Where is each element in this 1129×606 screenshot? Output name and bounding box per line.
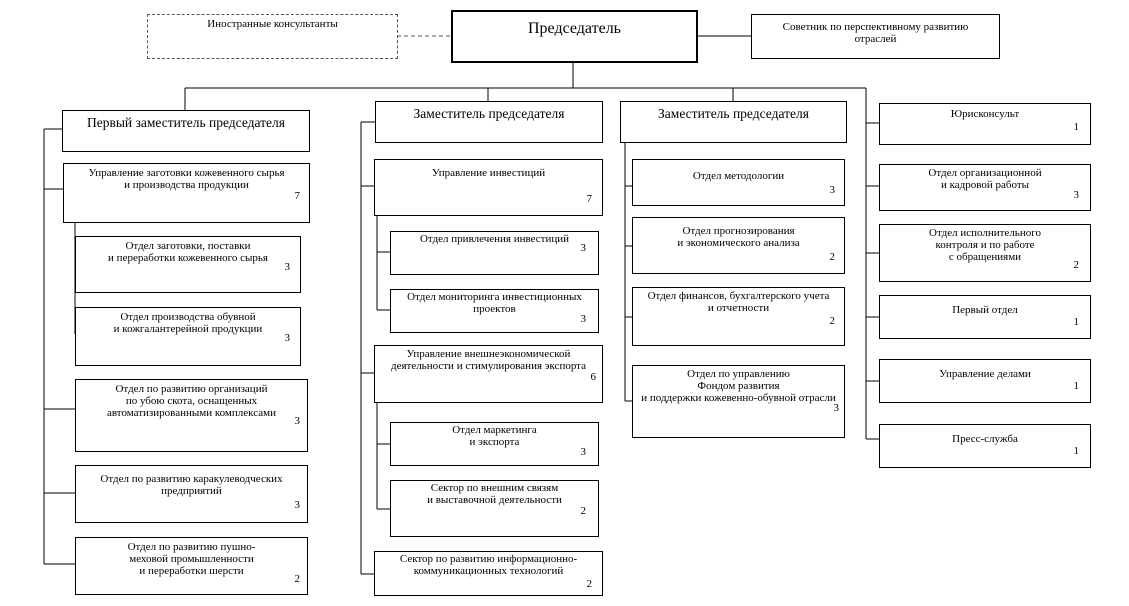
unit-staff: 2 bbox=[1073, 259, 1080, 271]
unit-box: Отдел по развитию организаций по убою ск… bbox=[75, 379, 308, 452]
unit-box: Управление делами 1 bbox=[879, 359, 1091, 403]
advisor-box: Советник по перспективному развитию отра… bbox=[751, 14, 1000, 59]
unit-staff: 3 bbox=[580, 446, 587, 458]
first-deputy-label: Первый заместитель председателя bbox=[87, 115, 285, 130]
unit-box: Отдел производства обувной и кожгалантер… bbox=[75, 307, 301, 366]
unit-name: Отдел по развитию организаций по убою ск… bbox=[107, 383, 276, 419]
unit-name: Пресс-служба bbox=[952, 433, 1018, 445]
unit-name: Отдел методологии bbox=[692, 170, 785, 182]
unit-name: Отдел финансов, бухгалтерского учета и о… bbox=[647, 290, 830, 314]
unit-box: Пресс-служба 1 bbox=[879, 424, 1091, 468]
first-deputy-box: Первый заместитель председателя bbox=[62, 110, 310, 152]
deputy-a-label: Заместитель председателя bbox=[413, 106, 565, 121]
unit-box: Управление внешнеэкономической деятельно… bbox=[374, 345, 603, 403]
unit-name: Отдел прогнозирования и экономического а… bbox=[677, 225, 800, 249]
unit-staff: 3 bbox=[580, 313, 587, 325]
unit-box: Юрисконсульт 1 bbox=[879, 103, 1091, 145]
unit-staff: 7 bbox=[586, 193, 593, 205]
unit-name: Отдел по развитию каракулеводческих пред… bbox=[100, 473, 283, 497]
advisor-label: Советник по перспективному развитию отра… bbox=[782, 21, 969, 45]
unit-box: Сектор по внешним связям и выставочной д… bbox=[390, 480, 599, 537]
unit-box: Отдел исполнительного контроля и по рабо… bbox=[879, 224, 1091, 282]
unit-name: Юрисконсульт bbox=[950, 108, 1020, 120]
unit-box: Отдел мониторинга инвестиционных проекто… bbox=[390, 289, 599, 333]
unit-box: Отдел по развитию каракулеводческих пред… bbox=[75, 465, 308, 523]
unit-staff: 1 bbox=[1073, 121, 1080, 133]
unit-box: Отдел заготовки, поставки и переработки … bbox=[75, 236, 301, 293]
unit-name: Отдел маркетинга и экспорта bbox=[452, 424, 537, 448]
unit-name: Управление инвестиций bbox=[431, 167, 546, 179]
unit-staff: 1 bbox=[1073, 316, 1080, 328]
unit-staff: 1 bbox=[1073, 445, 1080, 457]
unit-staff: 2 bbox=[580, 505, 587, 517]
unit-staff: 3 bbox=[294, 499, 301, 511]
deputy-b-label: Заместитель председателя bbox=[658, 106, 809, 121]
unit-box: Управление инвестиций 7 bbox=[374, 159, 603, 216]
unit-box: Отдел прогнозирования и экономического а… bbox=[632, 217, 845, 274]
unit-staff: 2 bbox=[294, 573, 301, 585]
unit-box: Отдел привлечения инвестиций 3 bbox=[390, 231, 599, 275]
unit-staff: 3 bbox=[284, 332, 291, 344]
chairman-box: Председатель bbox=[451, 10, 698, 63]
unit-name: Отдел мониторинга инвестиционных проекто… bbox=[407, 291, 582, 315]
unit-box: Отдел по управлению Фондом развития и по… bbox=[632, 365, 845, 438]
unit-box: Отдел организационной и кадровой работы … bbox=[879, 164, 1091, 211]
unit-box: Отдел финансов, бухгалтерского учета и о… bbox=[632, 287, 845, 346]
unit-staff: 2 bbox=[829, 251, 836, 263]
unit-name: Сектор по развитию информационно- коммун… bbox=[399, 553, 578, 577]
unit-name: Отдел производства обувной и кожгалантер… bbox=[113, 311, 263, 335]
unit-staff: 6 bbox=[590, 371, 597, 383]
unit-box: Первый отдел 1 bbox=[879, 295, 1091, 339]
unit-box: Сектор по развитию информационно- коммун… bbox=[374, 551, 603, 596]
unit-staff: 3 bbox=[829, 184, 836, 196]
unit-staff: 7 bbox=[294, 190, 301, 202]
unit-name: Отдел по развитию пушно- меховой промышл… bbox=[127, 541, 256, 577]
unit-box: Отдел маркетинга и экспорта 3 bbox=[390, 422, 599, 466]
unit-name: Управление делами bbox=[939, 368, 1031, 380]
unit-staff: 2 bbox=[829, 315, 836, 327]
unit-name: Сектор по внешним связям и выставочной д… bbox=[427, 482, 562, 506]
unit-name: Управление внешнеэкономической деятельно… bbox=[390, 348, 587, 372]
foreign-consultants-box: Иностранные консультанты bbox=[147, 14, 398, 59]
unit-name: Отдел привлечения инвестиций bbox=[419, 233, 570, 245]
unit-box: Отдел методологии 3 bbox=[632, 159, 845, 206]
deputy-a-box: Заместитель председателя bbox=[375, 101, 603, 143]
chairman-label: Председатель bbox=[528, 20, 621, 37]
unit-staff: 3 bbox=[833, 402, 840, 414]
unit-staff: 3 bbox=[580, 242, 587, 254]
unit-name: Первый отдел bbox=[952, 304, 1018, 316]
unit-box: Отдел по развитию пушно- меховой промышл… bbox=[75, 537, 308, 595]
unit-name: Управление заготовки кожевенного сырья и… bbox=[88, 167, 285, 191]
foreign-consultants-label: Иностранные консультанты bbox=[207, 18, 338, 30]
unit-name: Отдел исполнительного контроля и по рабо… bbox=[929, 227, 1041, 263]
unit-name: Отдел заготовки, поставки и переработки … bbox=[108, 240, 268, 264]
unit-box: Управление заготовки кожевенного сырья и… bbox=[63, 163, 310, 223]
unit-name: Отдел организационной и кадровой работы bbox=[928, 167, 1042, 191]
deputy-b-box: Заместитель председателя bbox=[620, 101, 847, 143]
unit-name: Отдел по управлению Фондом развития и по… bbox=[641, 368, 836, 404]
unit-staff: 3 bbox=[284, 261, 291, 273]
unit-staff: 3 bbox=[294, 415, 301, 427]
unit-staff: 3 bbox=[1073, 189, 1080, 201]
unit-staff: 2 bbox=[586, 578, 593, 590]
unit-staff: 1 bbox=[1073, 380, 1080, 392]
